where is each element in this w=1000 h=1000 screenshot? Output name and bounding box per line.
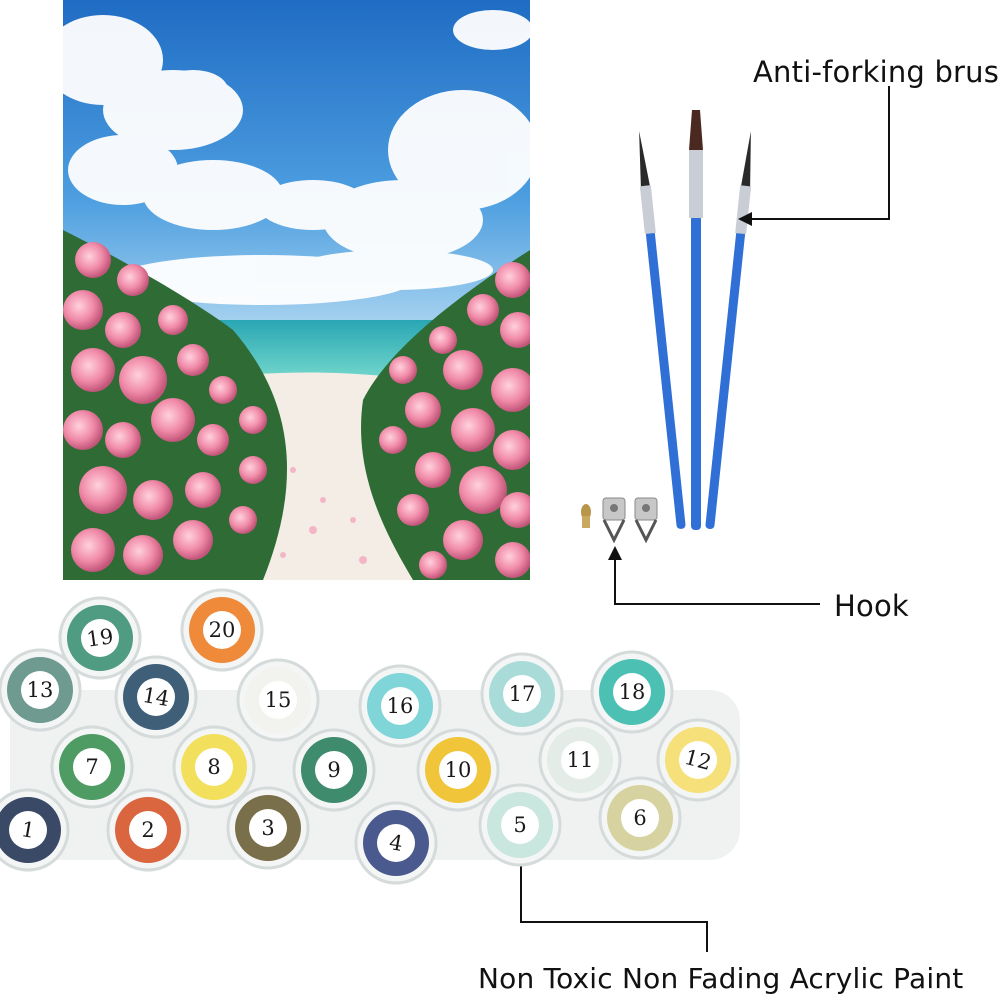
paint-pot-number: 9 [327,758,340,782]
rose-seaside-painting [63,0,530,580]
paint-pot-2: 2 [106,788,190,872]
paint-pot-number: 10 [445,758,472,782]
paint-pot-1: 1 [0,788,70,872]
paint-pot-8: 8 [172,725,256,809]
paint-pot-15: 15 [236,658,320,742]
paint-pot-19: 19 [58,596,142,680]
paint-pot-9: 9 [292,728,376,812]
paint-pot-number: 2 [141,818,154,842]
paint-pot-number: 17 [509,682,536,706]
paint-pot-number: 8 [207,755,220,779]
paint-pot-number: 4 [387,830,404,856]
paint-pot-7: 7 [50,725,134,809]
paint-pot-number: 14 [141,683,171,711]
paint-pot-number: 5 [513,813,526,837]
paint-pot-number: 20 [209,618,236,642]
paint-pot-number: 12 [682,745,714,775]
paint-pot-number: 15 [265,688,292,712]
paint-pot-3: 3 [226,786,310,870]
paint-pot-20: 20 [180,588,264,672]
paint-pot-6: 6 [598,776,682,860]
paint-pot-number: 11 [567,748,594,772]
paint-pot-number: 16 [387,694,414,718]
paint-pot-4: 4 [354,801,438,885]
paint-pot-number: 18 [619,680,646,704]
paint-pot-14: 14 [114,655,198,739]
paint-pot-13: 13 [0,648,82,732]
paint-pot-12: 12 [656,718,740,802]
callout-lines [514,86,890,952]
paint-label: Non Toxic Non Fading Acrylic Paint [478,962,964,995]
paint-pot-17: 17 [480,652,564,736]
paint-pot-number: 19 [85,624,115,651]
paint-pot-number: 3 [261,816,274,840]
paint-pot-10: 10 [416,728,500,812]
paint-pot-11: 11 [538,718,622,802]
paint-pot-number: 13 [27,678,54,702]
paint-pot-16: 16 [358,664,442,748]
paint-pot-18: 18 [590,650,674,734]
paintbrush-icon [639,110,752,530]
brushes-label: Anti-forking brushe [753,55,1000,89]
paint-pot-number: 6 [633,806,646,830]
paint-pot-tray [10,690,740,860]
hook-label: Hook [834,589,909,623]
paint-pot-number: 1 [19,817,36,843]
hanging-hook-icon [581,497,658,544]
paint-pot-number: 7 [85,755,98,779]
paint-pot-5: 5 [478,783,562,867]
